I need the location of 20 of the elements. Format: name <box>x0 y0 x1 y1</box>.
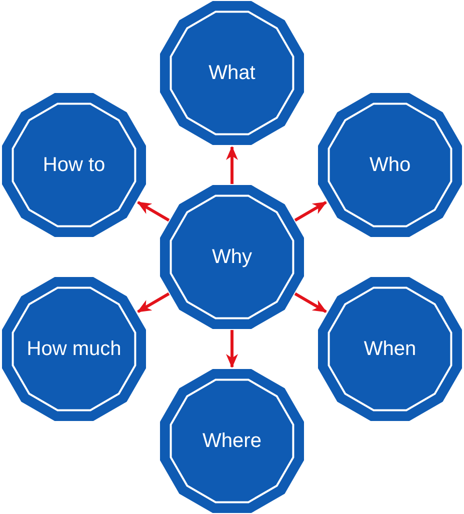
arrow <box>226 330 238 368</box>
arrow <box>294 292 327 314</box>
dodecagon-node <box>2 277 146 421</box>
node-label: How much <box>26 336 122 362</box>
node-label: Who <box>368 152 412 178</box>
dodecagon-node <box>160 185 304 329</box>
arrow <box>294 200 327 222</box>
dodecagon-node <box>318 277 462 421</box>
arrow <box>137 200 170 222</box>
node-label: What <box>208 60 256 86</box>
dodecagon-node <box>160 369 304 513</box>
dodecagon-node <box>2 93 146 237</box>
arrow <box>226 146 238 184</box>
node-label: How to <box>42 152 106 178</box>
arrow <box>137 292 170 314</box>
node-label: Where <box>202 428 262 454</box>
dodecagon-node <box>318 93 462 237</box>
node-label: When <box>362 336 418 362</box>
dodecagon-node <box>160 1 304 145</box>
node-label: Why <box>211 244 253 270</box>
